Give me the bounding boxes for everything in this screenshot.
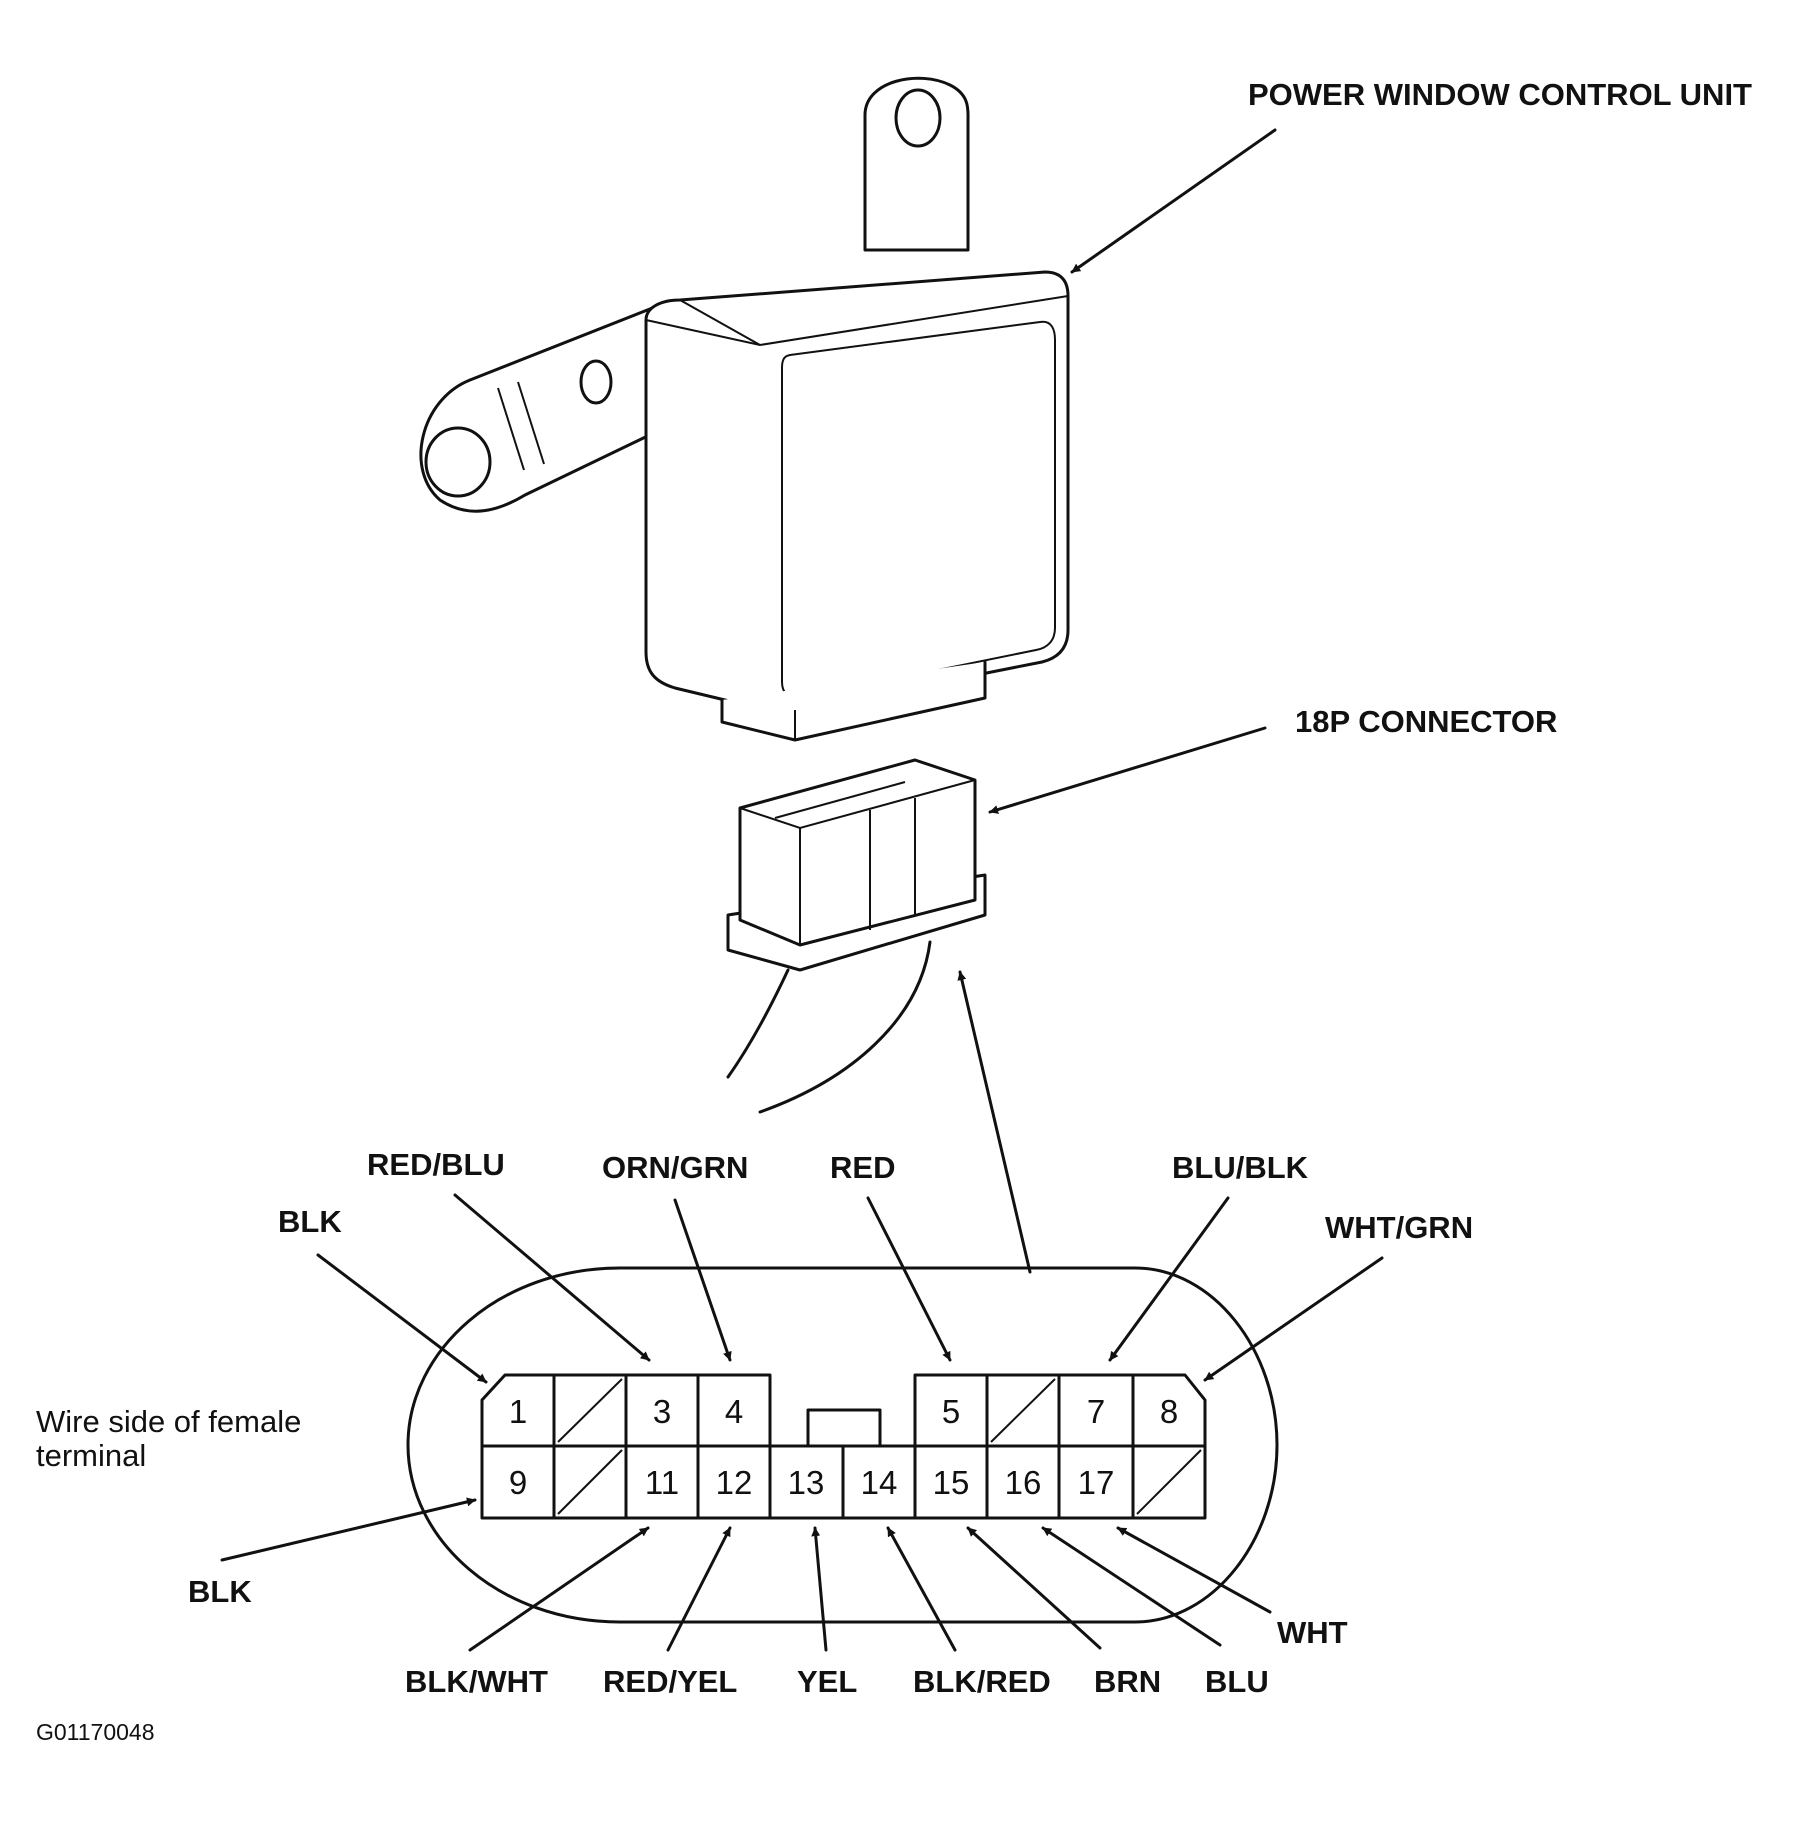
wire-label-pin-1: BLK bbox=[278, 1204, 342, 1239]
pin-16: 16 bbox=[1005, 1464, 1042, 1501]
wire-label-pin-4: ORN/GRN bbox=[602, 1150, 748, 1185]
wire-label-pin-17: WHT bbox=[1277, 1615, 1348, 1650]
pin-12: 12 bbox=[716, 1464, 753, 1501]
wire-label-pin-12: RED/YEL bbox=[603, 1664, 737, 1699]
wire-label-pin-3: RED/BLU bbox=[367, 1147, 505, 1182]
wire-label-pin-14: BLK/RED bbox=[913, 1664, 1051, 1699]
pin-7: 7 bbox=[1087, 1393, 1105, 1430]
wire-label-pin-11: BLK/WHT bbox=[405, 1664, 548, 1699]
wire-label-pin-5: RED bbox=[830, 1150, 895, 1185]
figure-code: G01170048 bbox=[36, 1719, 155, 1745]
pin-4: 4 bbox=[725, 1393, 743, 1430]
pin-8: 8 bbox=[1160, 1393, 1178, 1430]
pin-15: 15 bbox=[933, 1464, 970, 1501]
wire-label-pin-8: WHT/GRN bbox=[1325, 1210, 1473, 1245]
wire-label-pin-7: BLU/BLK bbox=[1172, 1150, 1309, 1185]
control-unit-label: POWER WINDOW CONTROL UNIT bbox=[1248, 77, 1752, 112]
pin-numbers: 1 3 4 5 7 8 9 11 12 13 14 15 16 17 bbox=[509, 1393, 1178, 1501]
view-note-line-1: Wire side of female bbox=[36, 1404, 301, 1439]
pin-17: 17 bbox=[1078, 1464, 1115, 1501]
pin-11: 11 bbox=[645, 1464, 679, 1501]
wire-label-pin-9: BLK bbox=[188, 1574, 252, 1609]
leader-arrows bbox=[220, 128, 1384, 1652]
pin-13: 13 bbox=[788, 1464, 825, 1501]
wire-label-pin-13: YEL bbox=[797, 1664, 857, 1699]
connector-face bbox=[406, 1266, 1279, 1624]
pin-5: 5 bbox=[942, 1393, 960, 1430]
pin-1: 1 bbox=[509, 1393, 527, 1430]
pin-3: 3 bbox=[653, 1393, 671, 1430]
connector-label: 18P CONNECTOR bbox=[1295, 704, 1557, 739]
wire-label-pin-16: BLU bbox=[1205, 1664, 1269, 1699]
view-note-line-2: terminal bbox=[36, 1438, 146, 1473]
connector-illustration bbox=[726, 758, 987, 1114]
callouts: POWER WINDOW CONTROL UNIT 18P CONNECTOR … bbox=[36, 77, 1752, 1745]
pin-14: 14 bbox=[861, 1464, 898, 1501]
pin-9: 9 bbox=[509, 1464, 527, 1501]
wire-label-pin-15: BRN bbox=[1094, 1664, 1161, 1699]
control-unit-illustration bbox=[419, 76, 1070, 742]
